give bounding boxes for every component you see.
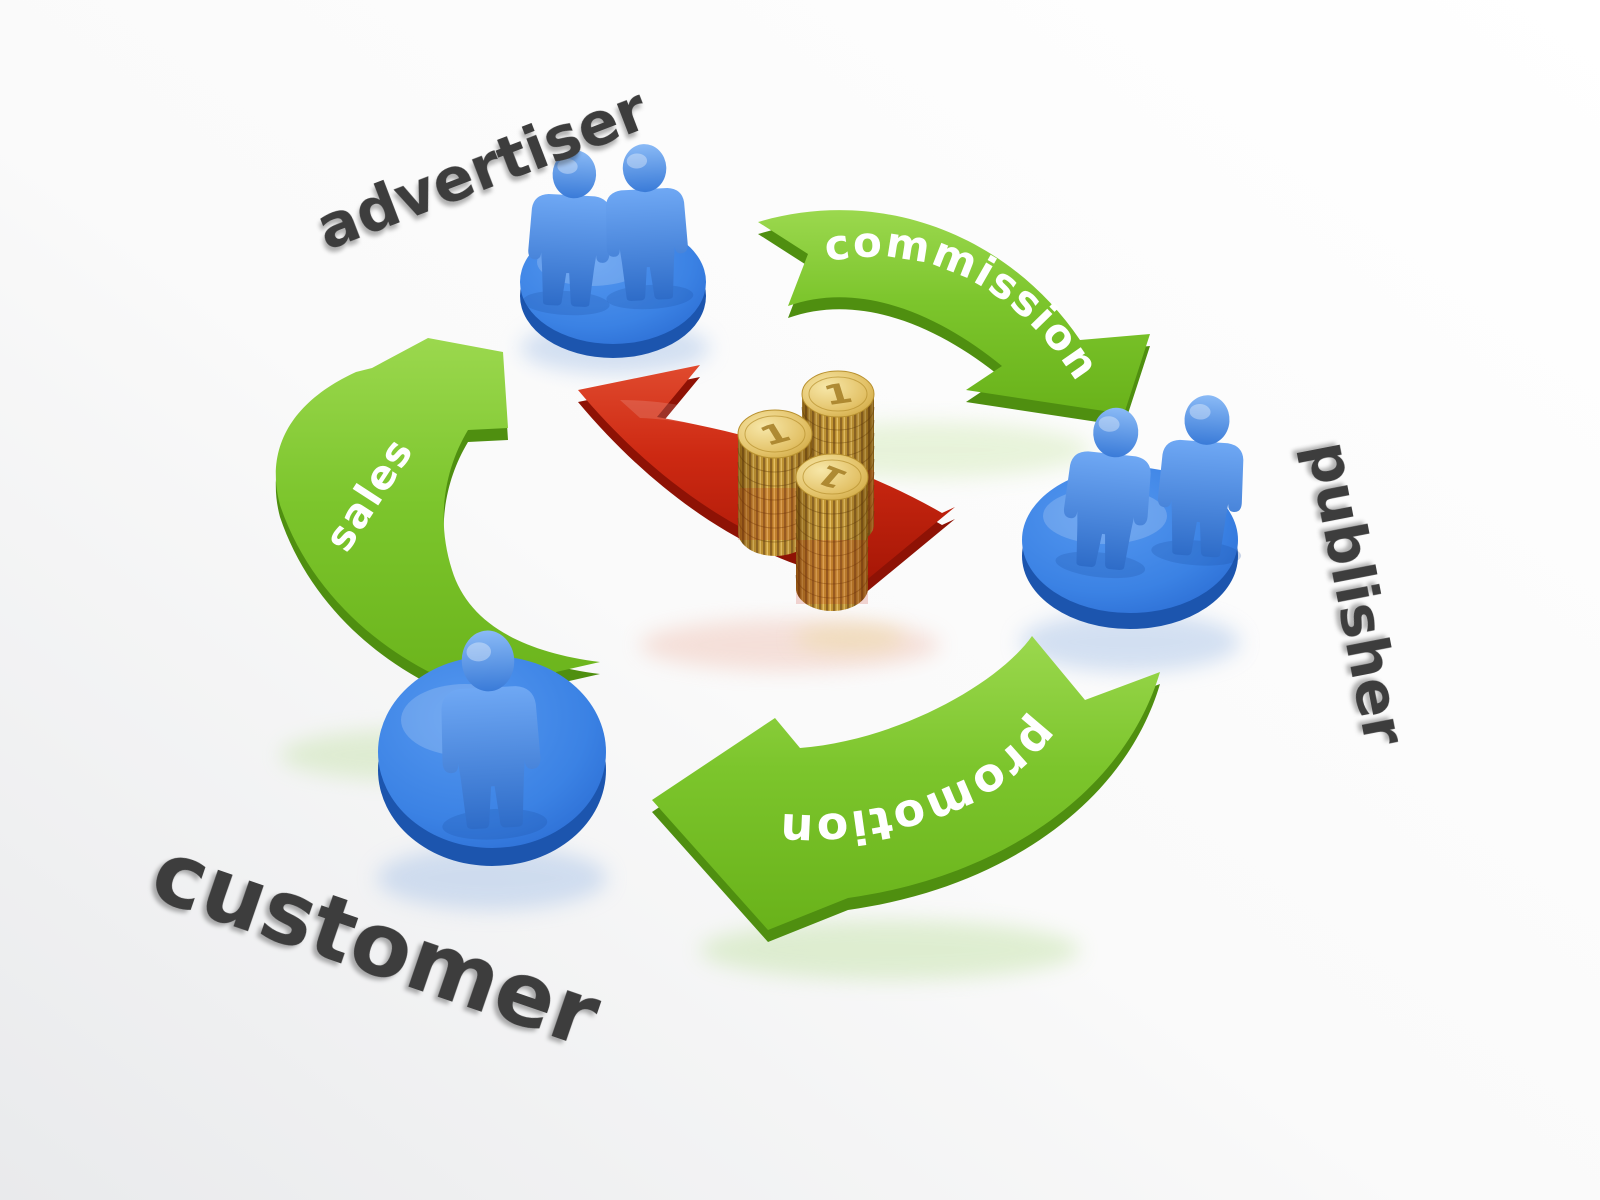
publisher-disc-reflection [1020, 612, 1240, 672]
advertiser-platform [520, 141, 706, 358]
coin-red-tint [796, 540, 868, 604]
promotion-arrow-face [652, 636, 1160, 930]
coins-reflection [795, 624, 905, 652]
commission-arrow-face [758, 210, 1150, 414]
coin-top-face [801, 370, 875, 418]
customer-platform [378, 627, 606, 866]
sales-arrow: sales [275, 338, 600, 720]
coin-top-ring [808, 376, 868, 412]
coin-stacks: 1 1 [737, 370, 875, 611]
coin-top-face [795, 453, 869, 501]
publisher-platform [1022, 392, 1253, 629]
coin-stack-side-shade [796, 477, 868, 611]
coin-top-ring [802, 459, 862, 495]
promotion-arrow: promotion [652, 636, 1160, 942]
coin-stack-front: 1 [795, 453, 869, 611]
money-arrow-gloss [620, 400, 870, 470]
coin-separators [795, 490, 869, 599]
promotion-reflection [700, 920, 1080, 980]
customer-disc-reflection [377, 846, 607, 910]
coin-top-face [737, 409, 813, 459]
coin-stack-side-shade [738, 434, 812, 556]
coin-top-ring [744, 415, 806, 453]
sales-arrow-face [275, 338, 600, 708]
